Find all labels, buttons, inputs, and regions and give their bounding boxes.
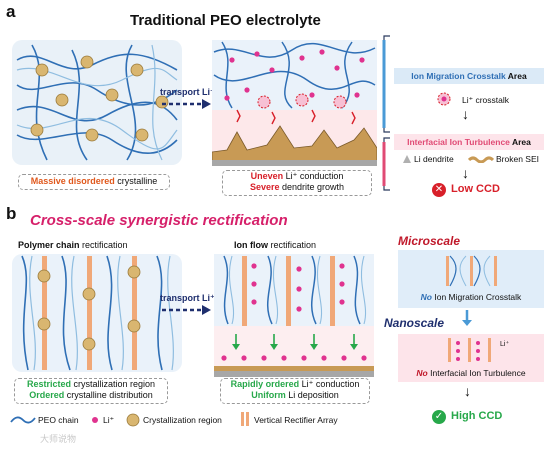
microscale-text-rest: Ion Migration Crosstalk	[432, 292, 522, 302]
legend-rectifier-label: Vertical Rectifier Array	[254, 415, 338, 425]
li-crosstalk-icon	[437, 92, 451, 106]
rectifier-legend-icon	[241, 412, 249, 426]
broken-sei-label: Broken SEI	[496, 154, 539, 164]
li-legend-icon	[92, 417, 98, 423]
panel-a-letter: a	[6, 2, 16, 21]
transport-arrow-b	[162, 305, 211, 315]
panel-b-title: Cross-scale synergistic rectification	[30, 212, 288, 229]
disordered-peo-image	[12, 40, 182, 165]
legend-cryst-label: Crystallization region	[143, 415, 222, 425]
ionflow-heading: Ion flow rectification	[234, 240, 316, 250]
legend-li-label: Li⁺	[103, 415, 115, 425]
nanoscale-image	[398, 334, 544, 382]
nanoscale-label: Nanoscale	[384, 316, 445, 330]
cross-icon: ✕	[432, 183, 446, 197]
microscale-text: No Ion Migration Crosstalk	[398, 292, 544, 302]
broken-sei-icon	[468, 156, 494, 163]
li-dendrite-icon	[403, 155, 411, 163]
dendrite-growth-image	[212, 40, 377, 166]
ordered-caption-1-rest: crystallization region	[70, 379, 156, 389]
dendrite-caption-2-strong: Severe	[249, 182, 280, 192]
legend-peo-label: PEO chain	[38, 415, 79, 425]
ordered-caption: Restricted crystallization region Ordere…	[14, 378, 168, 404]
ordered-caption-2-rest: crystalline distribution	[64, 390, 153, 400]
ionflow-caption-2-strong: Uniform	[251, 390, 286, 400]
turbulence-area-label: Interfacial Ion Turbulence Area	[394, 134, 544, 150]
ionflow-caption: Rapidly ordered Li⁺ conduction Uniform L…	[220, 378, 370, 404]
ionflow-heading-rest: rectification	[268, 240, 317, 250]
ionflow-caption-1-rest: Li⁺ conduction	[299, 379, 360, 389]
nanoscale-li-label: Li⁺	[500, 341, 510, 348]
dendrite-caption: Uneven Li⁺ conduction Severe dendrite gr…	[222, 170, 372, 196]
down-arrow-icon	[462, 310, 472, 326]
transport-label-a: transport Li⁺	[160, 87, 215, 97]
disordered-caption-rest: crystalline	[114, 176, 158, 186]
ordered-ionflow-image	[214, 254, 374, 377]
ionflow-heading-strong: Ion flow	[234, 240, 268, 250]
polymer-heading-rest: rectification	[79, 240, 128, 250]
nanoscale-text-rest: Interfacial Ion Turbulence	[427, 368, 526, 378]
ordered-peo-image	[12, 254, 182, 372]
microscale-image	[398, 250, 544, 308]
watermark: 大师说物	[40, 434, 77, 444]
down-arrow-icon: ↓	[464, 383, 471, 399]
crosstalk-area-label: Ion Migration Crosstalk Area	[394, 68, 544, 84]
transport-label-b: transport Li⁺	[160, 293, 215, 303]
li-crosstalk-label: Li⁺ crosstalk	[462, 95, 509, 105]
crosstalk-area-label-colored: Ion Migration Crosstalk	[411, 71, 506, 81]
microscale-text-strong: No	[420, 292, 433, 302]
nanoscale-text: No Interfacial Ion Turbulence	[398, 368, 544, 378]
crystal-legend-icon	[126, 413, 140, 427]
dendrite-caption-1-strong: Uneven	[250, 171, 284, 181]
transport-arrow-a	[162, 99, 211, 109]
microscale-label: Microscale	[398, 234, 461, 248]
nanoscale-text-strong: No	[416, 368, 428, 378]
low-ccd-result: Low CCD	[451, 183, 500, 195]
crosstalk-area-label-rest: Area	[505, 71, 527, 81]
ionflow-caption-2-rest: Li deposition	[285, 390, 339, 400]
peo-chain-legend-icon	[10, 416, 36, 424]
dendrite-caption-2-rest: dendrite growth	[279, 182, 345, 192]
disordered-caption-strong: Massive disordered	[30, 176, 115, 186]
turbulence-area-label-rest: Area	[509, 137, 531, 147]
panel-a-title: Traditional PEO electrolyte	[130, 12, 321, 29]
polymer-heading-strong: Polymer chain	[18, 240, 80, 250]
disordered-caption: Massive disordered crystalline	[18, 174, 170, 190]
panel-b-letter: b	[6, 204, 17, 223]
down-arrow-icon: ↓	[462, 165, 469, 181]
check-icon: ✓	[432, 410, 446, 424]
turbulence-area-label-colored: Interfacial Ion Turbulence	[407, 137, 510, 147]
high-ccd-result: High CCD	[451, 410, 503, 422]
li-dendrite-label: Li dendrite	[414, 154, 454, 164]
ionflow-caption-1-strong: Rapidly ordered	[230, 379, 300, 389]
down-arrow-icon: ↓	[462, 106, 469, 122]
ordered-caption-1-strong: Restricted	[26, 379, 71, 389]
ordered-caption-2-strong: Ordered	[29, 390, 65, 400]
dendrite-caption-1-rest: Li⁺ conduction	[283, 171, 344, 181]
polymer-heading: Polymer chain rectification	[18, 240, 128, 250]
area-brackets-a	[382, 35, 390, 191]
